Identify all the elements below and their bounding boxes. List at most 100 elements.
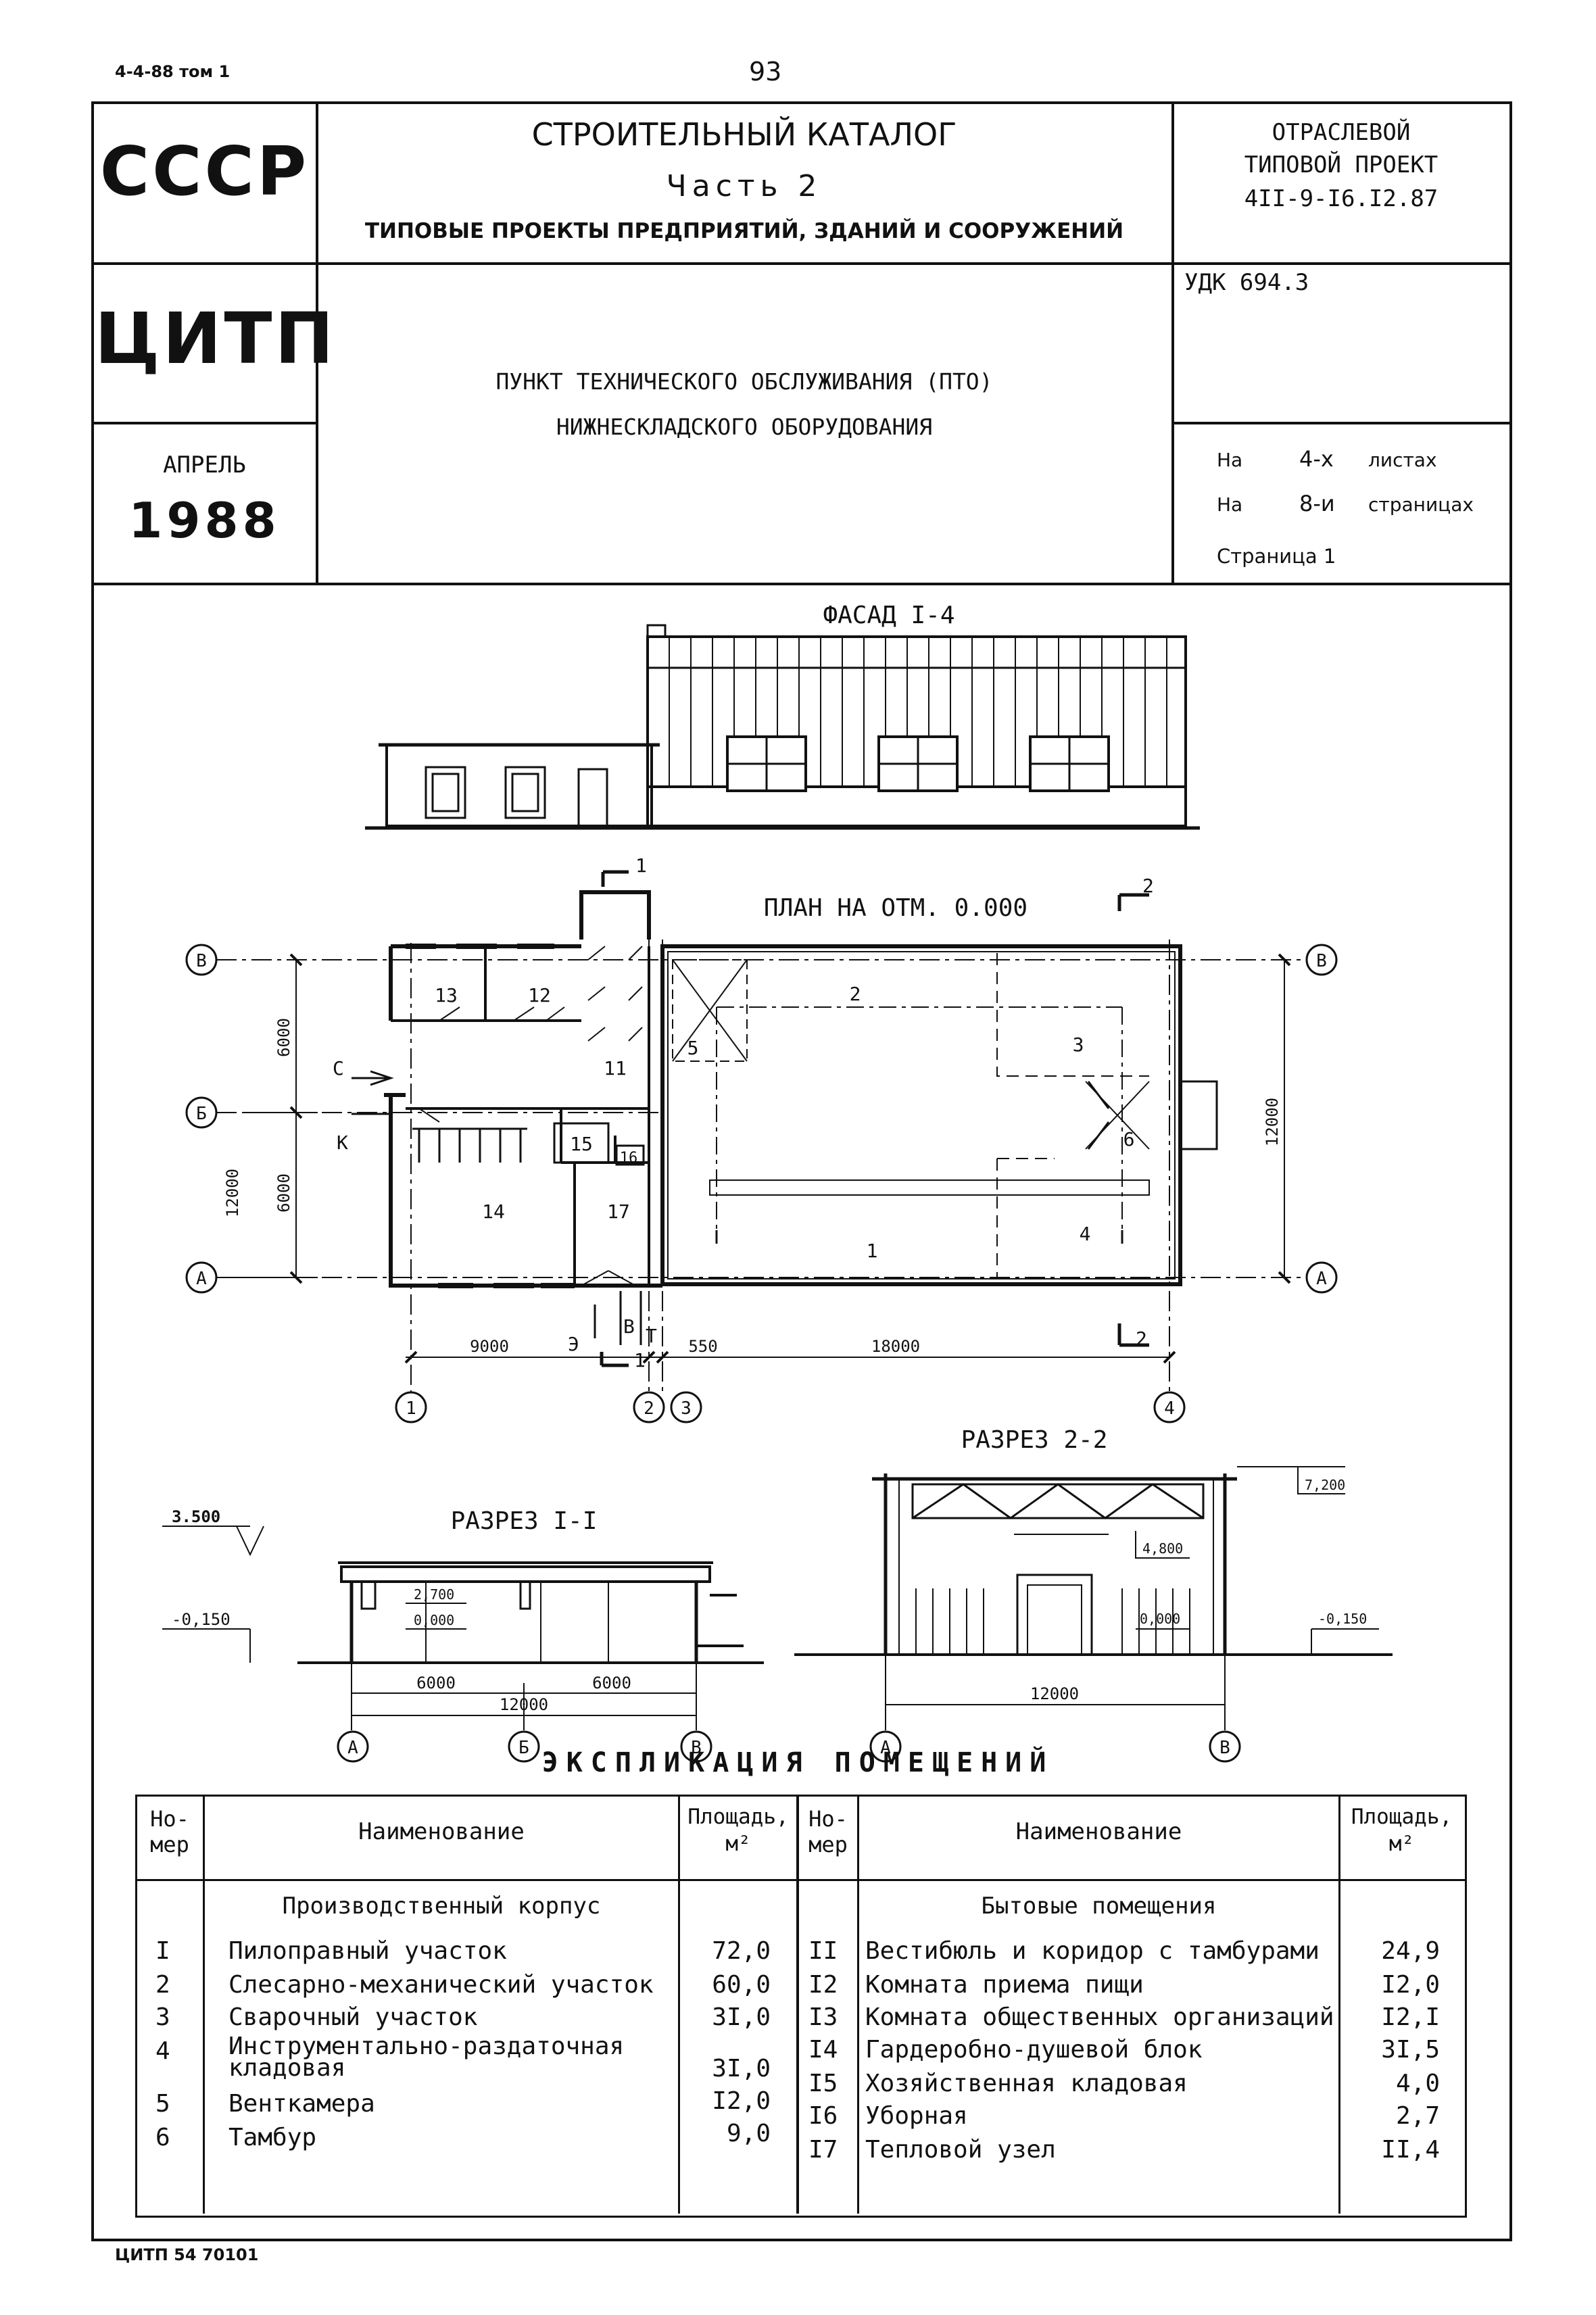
axis-a-right: А bbox=[1316, 1269, 1327, 1289]
row-3-name: Сварочный участок bbox=[228, 2003, 478, 2031]
cut-mark-1-top: 1 bbox=[635, 854, 647, 877]
row-5-no: 5 bbox=[155, 2090, 170, 2118]
section-2-drawing bbox=[794, 1466, 1393, 1763]
col-name-right: Наименование bbox=[1015, 1818, 1182, 1845]
room-11: 11 bbox=[604, 1057, 627, 1079]
row-17-no: I7 bbox=[808, 2136, 838, 2164]
col-no-right: Но- мер bbox=[808, 1806, 848, 1857]
facade-title: ФАСАД I-4 bbox=[823, 602, 954, 629]
inlet-v: В bbox=[623, 1315, 635, 1338]
room-17: 17 bbox=[607, 1200, 630, 1223]
org-citp: ЦИТП bbox=[95, 297, 337, 380]
row-13-name: Комната общественных организаций bbox=[865, 2003, 1334, 2031]
col-rule-2 bbox=[678, 1795, 680, 2214]
inlet-c: С bbox=[333, 1057, 344, 1079]
row-2-name: Слесарно-механический участок bbox=[228, 1971, 654, 1999]
section1-title: РАЗРЕЗ I-I bbox=[451, 1507, 598, 1535]
level-7200: 7,200 bbox=[1305, 1477, 1345, 1493]
pages-word: страницах bbox=[1368, 493, 1474, 516]
object-name-line1: ПУНКТ ТЕХНИЧЕСКОГО ОБСЛУЖИВАНИЯ (ПТО) bbox=[495, 368, 993, 395]
col-area-left: Площадь, м² bbox=[687, 1805, 789, 1856]
row-13-area: I2,I bbox=[1381, 2003, 1440, 2031]
header-divider-bottom bbox=[91, 583, 1509, 585]
room-12: 12 bbox=[528, 984, 551, 1006]
section-1-drawing bbox=[162, 1526, 764, 1763]
row-13-no: I3 bbox=[808, 2003, 838, 2031]
col-no-left: Но- мер bbox=[150, 1806, 189, 1857]
facade-drawing bbox=[365, 624, 1200, 830]
row-16-name: Уборная bbox=[865, 2102, 968, 2130]
col-rule-4 bbox=[857, 1795, 859, 2214]
catalog-part: Часть 2 bbox=[666, 169, 823, 203]
pages-prefix: На bbox=[1217, 493, 1243, 516]
row-1-area: 72,0 bbox=[712, 1937, 771, 1965]
axis-v-right: В bbox=[1316, 951, 1327, 971]
header-col-1 bbox=[316, 101, 318, 585]
level-2700: 2,700 bbox=[414, 1586, 454, 1603]
dim-550: 550 bbox=[688, 1337, 717, 1356]
dim-12000-left: 12000 bbox=[223, 1169, 242, 1217]
catalog-title: СТРОИТЕЛЬНЫЙ КАТАЛОГ bbox=[531, 116, 957, 153]
col-rule-3 bbox=[796, 1795, 799, 2214]
explication-title: ЭКСПЛИКАЦИЯ ПОМЕЩЕНИЙ bbox=[541, 1747, 1055, 1778]
header-right-divider bbox=[1171, 422, 1509, 424]
inlet-t: Т bbox=[646, 1325, 657, 1347]
sheet-frame bbox=[91, 101, 1512, 2241]
axis-v-left: В bbox=[196, 951, 207, 971]
row-6-no: 6 bbox=[155, 2124, 170, 2151]
axis-4: 4 bbox=[1164, 1398, 1175, 1419]
cut-mark-2-top: 2 bbox=[1142, 875, 1154, 897]
row-3-area: 3I,0 bbox=[712, 2003, 771, 2031]
row-12-no: I2 bbox=[808, 1971, 838, 1999]
row-17-name: Тепловой узел bbox=[865, 2136, 1056, 2164]
s1-axis-a: А bbox=[347, 1738, 358, 1758]
level-minus150-left: -0,150 bbox=[172, 1610, 231, 1629]
project-type-line2: ТИПОВОЙ ПРОЕКТ bbox=[1244, 151, 1438, 178]
cut-mark-1-bottom: 1 bbox=[634, 1349, 646, 1371]
dim-12000-right: 12000 bbox=[1263, 1098, 1282, 1146]
axis-2: 2 bbox=[644, 1398, 654, 1419]
level-0000-s2: 0,000 bbox=[1140, 1611, 1180, 1627]
section2-title: РАЗРЕЗ 2-2 bbox=[961, 1426, 1108, 1454]
row-14-no: I4 bbox=[808, 2036, 838, 2064]
col-name-left: Наименование bbox=[358, 1818, 525, 1845]
header-left-divider bbox=[91, 422, 318, 424]
sheets-word: листах bbox=[1368, 449, 1437, 471]
row-15-area: 4,0 bbox=[1395, 2070, 1440, 2097]
row-5-area: I2,0 bbox=[712, 2087, 771, 2115]
axis-1: 1 bbox=[406, 1398, 416, 1419]
s1-axis-v: В bbox=[691, 1738, 702, 1758]
row-11-name: Вестибюль и коридор с тамбурами bbox=[865, 1937, 1320, 1965]
col-area-right: Площадь, м² bbox=[1351, 1805, 1453, 1856]
level-0000-s1: 0,000 bbox=[414, 1612, 454, 1628]
row-15-no: I5 bbox=[808, 2070, 838, 2097]
drawing-area: ФАСАД I-4 ПЛАН НА ОТМ. 0.000 РАЗРЕЗ I-I … bbox=[162, 602, 1393, 1763]
row-6-area: 9,0 bbox=[726, 2120, 771, 2147]
axis-b-left: Б bbox=[196, 1104, 207, 1124]
group-household: Бытовые помещения bbox=[981, 1893, 1217, 1920]
row-16-area: 2,7 bbox=[1395, 2102, 1440, 2130]
inlet-k: К bbox=[337, 1131, 348, 1154]
row-11-no: II bbox=[808, 1937, 838, 1965]
level-minus150-right: -0,150 bbox=[1318, 1611, 1367, 1627]
s2-axis-a: А bbox=[880, 1738, 891, 1758]
row-12-area: I2,0 bbox=[1381, 1971, 1440, 1999]
page-number: 93 bbox=[749, 57, 782, 87]
cut-mark-2-bottom: 2 bbox=[1136, 1327, 1147, 1350]
axis-3: 3 bbox=[681, 1398, 692, 1419]
level-4800: 4,800 bbox=[1142, 1540, 1183, 1557]
room-16: 16 bbox=[620, 1150, 638, 1167]
room-4: 4 bbox=[1080, 1223, 1091, 1245]
udk-code: УДК 694.3 bbox=[1184, 269, 1309, 296]
s1-dim-6000a: 6000 bbox=[416, 1674, 456, 1692]
room-15: 15 bbox=[570, 1133, 593, 1155]
row-2-no: 2 bbox=[155, 1971, 170, 1999]
row-5-name: Венткамера bbox=[228, 2090, 375, 2118]
issue-year: 1988 bbox=[128, 492, 281, 549]
page-label: Страница 1 bbox=[1217, 545, 1336, 568]
row-17-area: II,4 bbox=[1381, 2136, 1440, 2164]
room-3: 3 bbox=[1073, 1033, 1084, 1056]
row-11-area: 24,9 bbox=[1381, 1937, 1440, 1965]
row-12-name: Комната приема пищи bbox=[865, 1971, 1144, 1999]
room-6: 6 bbox=[1123, 1128, 1135, 1150]
